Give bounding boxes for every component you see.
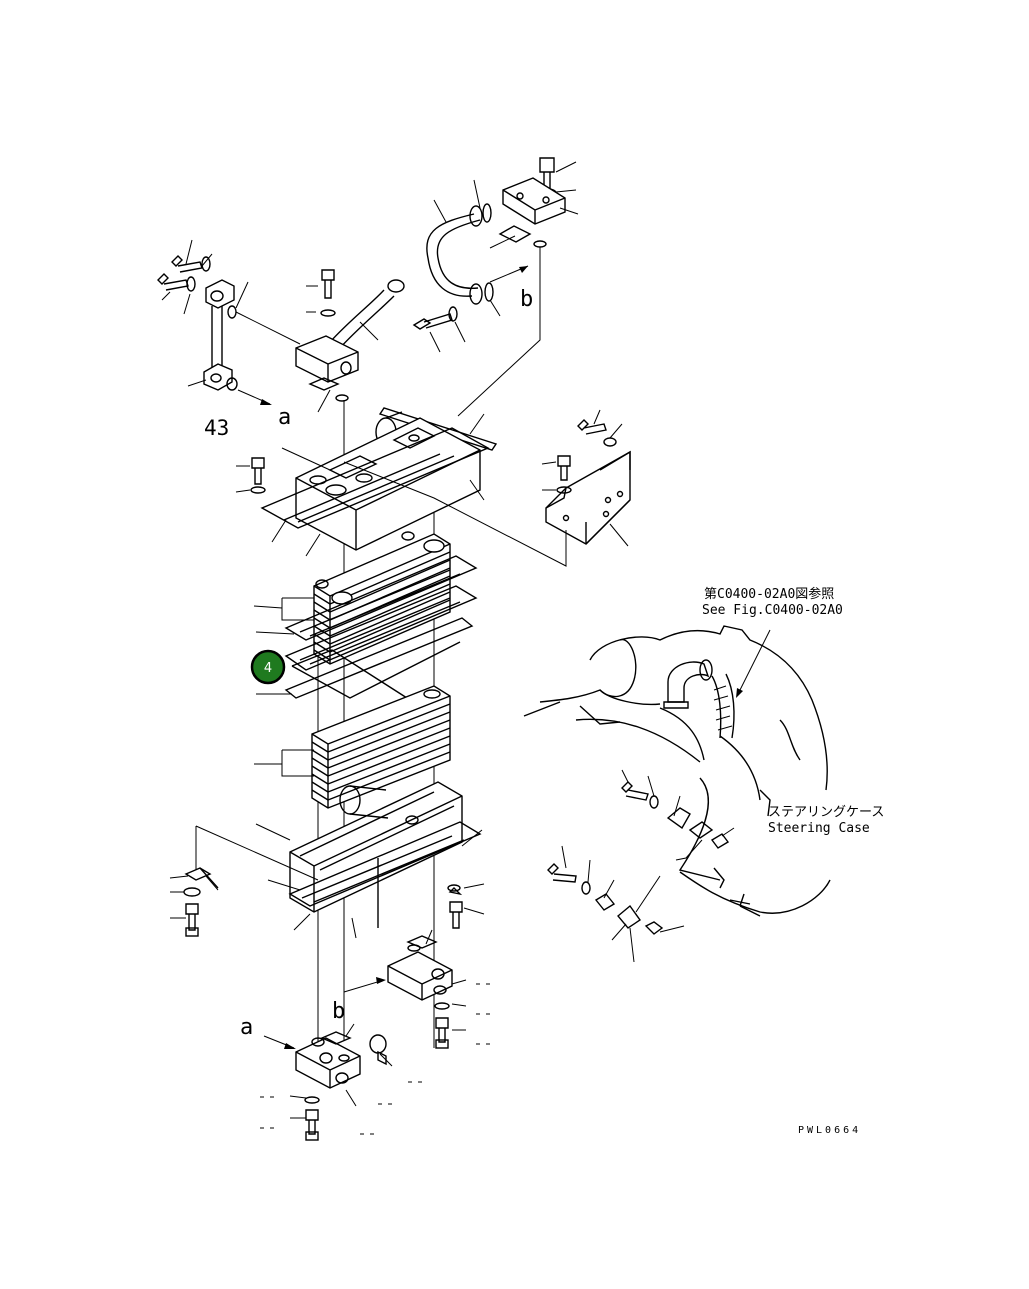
upper-cooler-element	[253, 531, 451, 665]
upper-cover-tank	[235, 407, 498, 557]
part-number-stubs	[260, 983, 490, 1135]
steering-case-assembly	[523, 625, 831, 963]
upper-hose	[295, 269, 405, 413]
arrow-a-lower-label: a	[240, 1015, 253, 1040]
arrow-b-upper-label: b	[520, 287, 533, 312]
mounting-bracket	[343, 409, 631, 567]
figure-code: PWL0664	[798, 1125, 861, 1136]
lower-left-clamp	[169, 825, 319, 937]
reference-note-english: See Fig.C0400-02A0	[702, 603, 843, 618]
middle-gaskets	[255, 555, 478, 715]
lower-cooler-element	[254, 685, 451, 809]
callout-4-circle[interactable]	[250, 649, 286, 685]
bottom-block	[263, 1023, 393, 1141]
top-left-tube-assembly	[157, 239, 301, 405]
ref-number-43: 43	[204, 416, 229, 440]
top-right-block-assembly	[457, 157, 579, 417]
callout-4-number: 4	[264, 661, 272, 676]
callout-4[interactable]: 4	[250, 649, 286, 685]
arrow-a-upper-label: a	[278, 405, 291, 430]
upper-oil-pipe	[412, 179, 529, 353]
reference-note-japanese: 第C0400-02A0図参照	[704, 586, 834, 602]
steering-case-label-japanese: ステアリングケース	[768, 805, 884, 820]
arrow-b-lower-label: b	[332, 999, 345, 1024]
lower-right-block	[343, 883, 485, 1049]
steering-case-label-english: Steering Case	[768, 821, 870, 836]
lower-tank	[255, 781, 483, 939]
